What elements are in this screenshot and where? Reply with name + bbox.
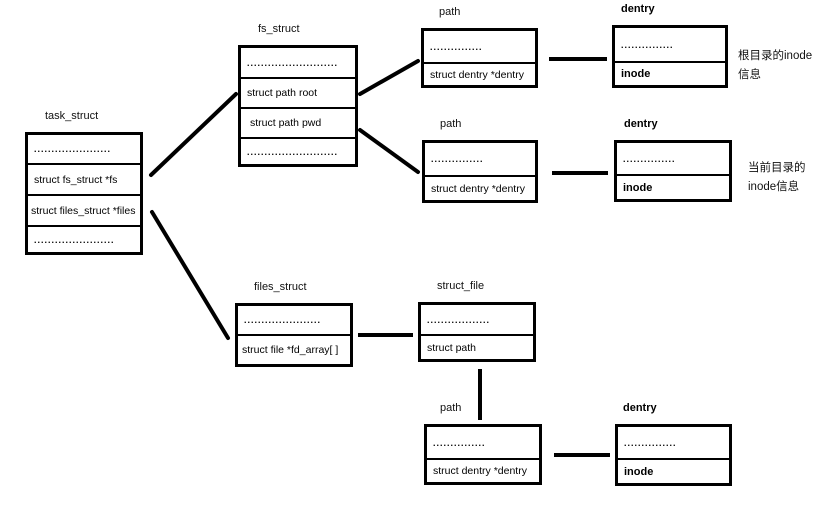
- node-box-path-root: ............... struct dentry *dentry: [421, 28, 538, 88]
- annotation-line: 根目录的inode: [738, 50, 813, 62]
- node-row-dentry-pointer: struct dentry *dentry: [427, 458, 539, 482]
- node-box-struct-file: .................. struct path: [418, 302, 536, 362]
- node-fs-struct: fs_struct .......................... str…: [238, 23, 358, 167]
- node-row-inode: inode: [617, 174, 729, 199]
- node-path-file: path ............... struct dentry *dent…: [424, 402, 542, 485]
- node-row-inode: inode: [615, 61, 725, 85]
- node-dentry-file: dentry ............... inode: [615, 402, 732, 486]
- node-title-dentry-root: dentry: [621, 3, 655, 15]
- edge-task-to-files: [150, 210, 230, 340]
- node-row-path-pwd: struct path pwd: [241, 107, 355, 137]
- node-dentry-pwd: dentry ............... inode: [614, 118, 732, 202]
- node-box-files-struct: ...................... struct file *fd_a…: [235, 303, 353, 367]
- edge-task-to-fs: [149, 92, 238, 177]
- node-row-dots: ..........................: [247, 57, 339, 68]
- edge-fs-to-path-pwd: [358, 128, 420, 174]
- annotation-line: 信息: [738, 69, 761, 81]
- node-row-dentry-pointer: struct dentry *dentry: [425, 175, 535, 200]
- node-row-dots: ...............: [621, 39, 674, 50]
- node-title-dentry-file: dentry: [623, 402, 657, 414]
- node-dentry-root: dentry ............... inode: [612, 3, 728, 88]
- node-box-dentry-pwd: ............... inode: [614, 140, 732, 202]
- node-title-task-struct: task_struct: [45, 110, 99, 122]
- node-row-dots: ...............: [623, 153, 676, 164]
- node-row-dots: ..........................: [241, 137, 355, 164]
- annotation-line: inode信息: [748, 181, 800, 193]
- node-struct-file: struct_file .................. struct pa…: [418, 280, 536, 362]
- node-path-pwd: path ............... struct dentry *dent…: [422, 118, 538, 203]
- edge-fs-to-path-root: [358, 59, 420, 96]
- annotation-root-inode: 根目录的inode 信息: [738, 47, 812, 85]
- node-title-path-pwd: path: [440, 118, 462, 130]
- node-title-path-file: path: [440, 402, 462, 414]
- annotation-pwd-inode: 当前目录的 inode信息: [748, 159, 806, 197]
- node-title-dentry-pwd: dentry: [624, 118, 658, 130]
- node-box-dentry-file: ............... inode: [615, 424, 732, 486]
- node-task-struct: task_struct ...................... struc…: [25, 110, 143, 255]
- node-row-dots: ......................: [34, 144, 112, 154]
- node-title-path-root: path: [439, 6, 461, 18]
- node-row-dots: ......................: [244, 315, 322, 325]
- node-row-dentry-pointer: struct dentry *dentry: [424, 62, 535, 85]
- node-box-path-file: ............... struct dentry *dentry: [424, 424, 542, 485]
- node-row-fs-pointer: struct fs_struct *fs: [28, 163, 140, 194]
- node-row-files-pointer: struct files_struct *files: [28, 194, 140, 225]
- node-row-dots: ...............: [431, 154, 484, 164]
- node-row-struct-path: struct path: [421, 334, 533, 359]
- node-row-path-root: struct path root: [241, 77, 355, 107]
- node-row-fd-array: struct file *fd_array[ ]: [238, 334, 350, 364]
- node-row-dots: ...............: [624, 437, 677, 448]
- annotation-line: 当前目录的: [748, 162, 806, 174]
- node-title-files-struct: files_struct: [254, 281, 307, 293]
- node-path-root: path ............... struct dentry *dent…: [421, 6, 538, 88]
- node-box-path-pwd: ............... struct dentry *dentry: [422, 140, 538, 203]
- node-title-fs-struct: fs_struct: [258, 23, 300, 35]
- node-box-fs-struct: .......................... struct path r…: [238, 45, 358, 167]
- node-row-dots: ...............: [433, 437, 486, 448]
- node-files-struct: files_struct ...................... stru…: [235, 281, 353, 367]
- node-row-dots: ..................: [427, 314, 491, 325]
- node-row-dots: .......................: [28, 225, 140, 252]
- node-title-struct-file: struct_file: [437, 280, 485, 292]
- node-row-dots: ...............: [430, 41, 483, 52]
- node-row-inode: inode: [618, 458, 729, 483]
- node-box-dentry-root: ............... inode: [612, 25, 728, 88]
- node-box-task-struct: ...................... struct fs_struct …: [25, 132, 143, 255]
